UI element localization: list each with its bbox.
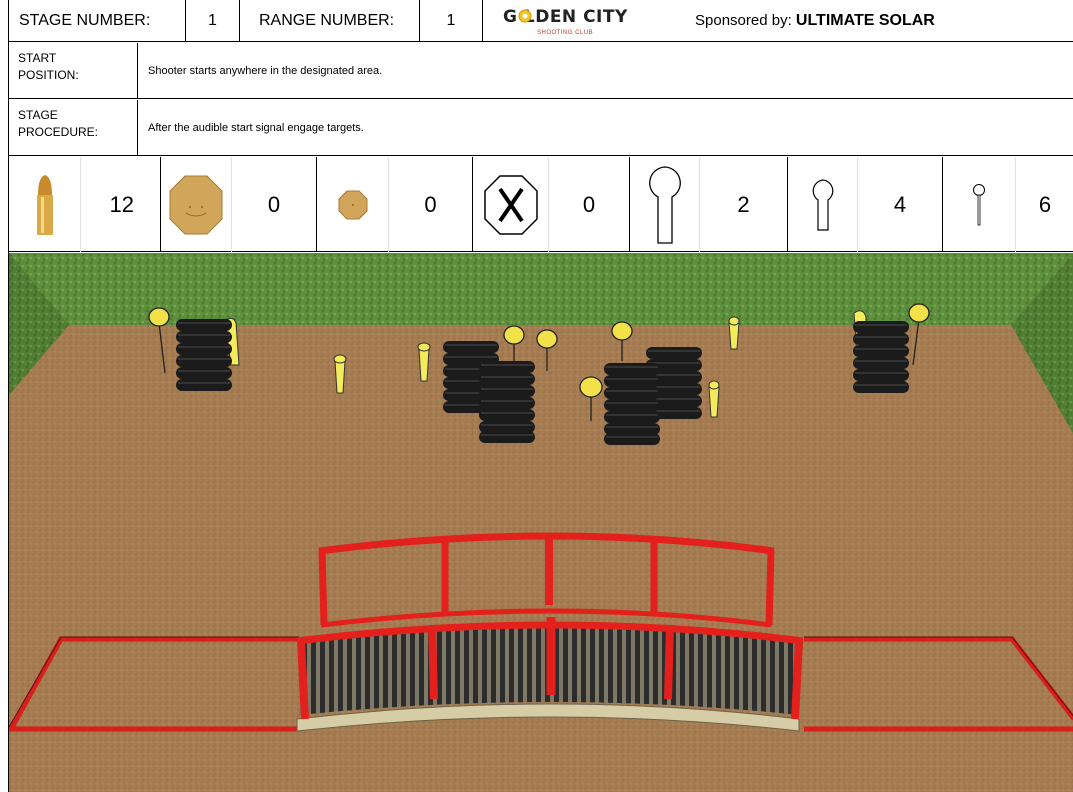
sponsor-name: ULTIMATE SOLAR xyxy=(796,12,935,29)
small-octagon-count: 0 xyxy=(389,157,473,252)
header-row: STAGE NUMBER: 1 RANGE NUMBER: 1 G LDEN C… xyxy=(9,0,1073,42)
medium-popper-count: 4 xyxy=(858,157,943,252)
range-number-value: 1 xyxy=(420,0,483,42)
no-shoot-target-icon xyxy=(473,157,549,252)
start-position-label: START POSITION: xyxy=(9,43,138,98)
large-popper-icon xyxy=(630,157,700,252)
sponsor: Sponsored by: ULTIMATE SOLAR xyxy=(695,12,935,30)
ammo-count: 12 xyxy=(81,157,161,252)
stage-procedure-label: STAGE PROCEDURE: xyxy=(9,100,138,155)
sponsor-label: Sponsored by: xyxy=(695,12,792,29)
stage-procedure-row: STAGE PROCEDURE: After the audible start… xyxy=(9,100,1073,156)
no-shoot-count: 0 xyxy=(549,157,630,252)
small-plate-on-stand-icon xyxy=(943,157,1016,252)
club-logo: G LDEN CITY SHOOTING CLUB xyxy=(483,4,683,40)
small-octagon-steel-target-icon xyxy=(317,157,389,252)
stage-number-label: STAGE NUMBER: xyxy=(9,0,186,42)
tyre-stack-right xyxy=(853,321,909,393)
large-octagon-steel-target-icon xyxy=(161,157,232,252)
stage-number-value: 1 xyxy=(186,0,240,42)
start-position-row: START POSITION: Shooter starts anywhere … xyxy=(9,43,1073,99)
large-octagon-count: 0 xyxy=(232,157,317,252)
start-position-text: Shooter starts anywhere in the designate… xyxy=(148,43,382,98)
logo-sub-text: SHOOTING CLUB xyxy=(537,30,593,36)
stage-layout-image xyxy=(9,253,1073,792)
tyre-stack-left xyxy=(176,319,232,391)
range-number-label: RANGE NUMBER: xyxy=(240,0,420,42)
medium-popper-icon xyxy=(788,157,858,252)
target-crosshair-icon xyxy=(518,9,532,23)
stage-procedure-text: After the audible start signal engage ta… xyxy=(148,100,364,155)
stage-brief-sheet: STAGE NUMBER: 1 RANGE NUMBER: 1 G LDEN C… xyxy=(8,0,1073,792)
large-popper-count: 2 xyxy=(700,157,788,252)
small-plate-count: 6 xyxy=(1016,157,1073,252)
target-count-row: 12 0 0 0 xyxy=(9,157,1073,252)
bullet-icon xyxy=(9,157,81,252)
